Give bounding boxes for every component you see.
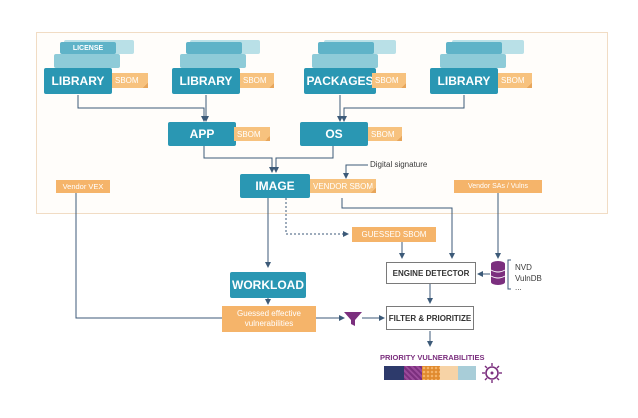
edge-app-image	[203, 146, 275, 173]
list-bracket	[507, 259, 511, 290]
priority-vulnerabilities-label: PRIORITY VULNERABILITIES	[380, 353, 485, 362]
image-box: IMAGE	[240, 174, 310, 198]
sbom-tag-app: SBOM	[234, 127, 270, 141]
funnel-icon	[344, 312, 362, 326]
priority-bar-2	[404, 366, 422, 380]
library-2-layer	[186, 42, 242, 54]
sbom-tag-os: SBOM	[368, 127, 402, 141]
vulndb-label: VulnDB	[515, 274, 542, 283]
priority-bar-5	[458, 366, 476, 380]
library-stack-3	[440, 54, 506, 68]
sbom-tag-library-3: SBOM	[498, 73, 532, 88]
priority-bar-1	[384, 366, 404, 380]
virus-icon	[482, 363, 502, 383]
sbom-tag-library-2: SBOM	[240, 73, 274, 88]
vendor-vex-tag: Vendor VEX	[56, 180, 110, 193]
priority-bar-4	[440, 366, 458, 380]
packages-box: PACKAGES	[304, 68, 376, 94]
edge-signature	[343, 164, 368, 179]
edge-image-guessed-sbom	[285, 198, 349, 237]
edge-image-engine	[341, 198, 455, 259]
vendor-sas-tag: Vendor SAs / Vulns	[454, 180, 542, 193]
filter-prioritize-box: FILTER & PRIORITIZE	[386, 306, 474, 330]
os-box: OS	[300, 122, 368, 146]
priority-bar-3	[422, 366, 440, 380]
edge-library1-app	[77, 95, 207, 122]
app-box: APP	[168, 122, 236, 146]
edge-library3-os	[341, 95, 465, 122]
nvd-label: NVD	[515, 263, 532, 272]
sbom-tag-packages: SBOM	[372, 73, 406, 88]
digital-signature-label: Digital signature	[370, 160, 428, 169]
packages-layer	[318, 42, 374, 54]
guessed-effective-tag: Guessed effective vulnerabilities	[222, 306, 316, 332]
library-stack-2	[180, 54, 246, 68]
vendor-sbom-tag: VENDOR SBOM	[310, 179, 376, 193]
ellipsis-label: ...	[515, 283, 522, 292]
edge-vex	[75, 192, 222, 319]
packages-stack	[312, 54, 378, 68]
library-3-layer	[446, 42, 502, 54]
guessed-sbom-tag: GUESSED SBOM	[352, 227, 436, 242]
library-box-3: LIBRARY	[430, 68, 498, 94]
engine-detector-box: ENGINE DETECTOR	[386, 262, 476, 284]
library-stack-1	[54, 54, 120, 68]
library-box-1: LIBRARY	[44, 68, 112, 94]
sbom-tag-library-1: SBOM	[112, 73, 148, 88]
edge-os-image	[273, 146, 334, 173]
database-icon	[490, 261, 506, 285]
workload-box: WORKLOAD	[230, 272, 306, 298]
license-box: LICENSE	[60, 42, 116, 54]
library-box-2: LIBRARY	[172, 68, 240, 94]
